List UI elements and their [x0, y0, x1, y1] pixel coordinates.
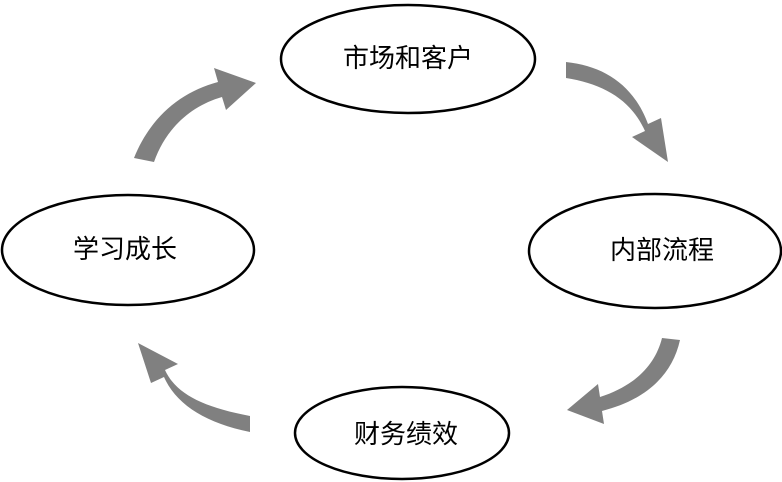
node-financial-performance-label: 财务绩效 [354, 420, 458, 450]
arrow-financial-to-learning [138, 343, 250, 432]
arrow-internal-to-financial [567, 338, 680, 424]
arrow-market-to-internal [566, 62, 668, 162]
node-internal-process: 内部流程 [527, 192, 782, 310]
node-market-customer: 市场和客户 [279, 3, 537, 115]
node-learning-growth-ellipse [0, 193, 256, 307]
node-internal-process-ellipse [527, 192, 782, 310]
node-financial-performance: 财务绩效 [293, 385, 511, 481]
arrow-learning-to-market [134, 68, 256, 162]
node-market-customer-label: 市场和客户 [343, 44, 473, 74]
node-internal-process-label: 内部流程 [610, 236, 714, 266]
node-market-customer-ellipse [279, 3, 537, 115]
node-learning-growth: 学习成长 [0, 193, 256, 307]
node-learning-growth-label: 学习成长 [73, 235, 177, 265]
node-financial-performance-ellipse [293, 385, 511, 481]
